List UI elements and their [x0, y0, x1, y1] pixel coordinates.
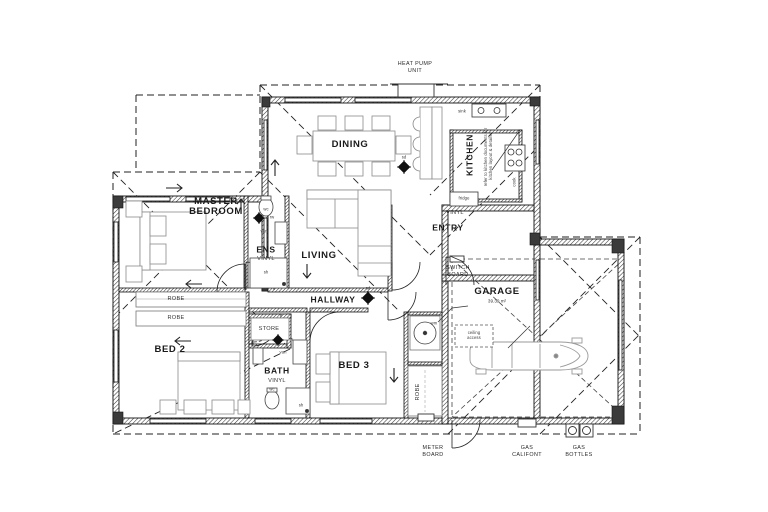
- label-fridge: fridge: [458, 195, 470, 201]
- label-gas-califont: GAS CALIFONT: [512, 445, 542, 459]
- bed-2-bed: [159, 351, 251, 415]
- label-washing-machine: wm: [430, 320, 438, 326]
- room-label-store: STORE: [258, 326, 280, 332]
- label-meter-board: METER BOARD: [422, 445, 443, 459]
- heat-pump-line1: HEAT PUMP: [397, 60, 433, 67]
- switch-board-line2: BOARD: [447, 272, 469, 278]
- label-bath-van: van: [279, 349, 287, 355]
- meter-board-line1: METER: [422, 444, 444, 451]
- label-heat-pump-unit: HEAT PUMP UNIT: [398, 61, 433, 75]
- room-label-dining: DINING: [331, 139, 369, 151]
- robe-label-master-2: ROBE: [167, 315, 185, 321]
- room-label-living: LIVING: [301, 250, 337, 262]
- direction-arrows: [166, 159, 399, 383]
- label-bath-wc: wc: [269, 386, 275, 392]
- gas-bottles-line2: BOTTLES: [565, 452, 593, 458]
- fridge-unit: [449, 191, 479, 207]
- gas-califont-line1: GAS: [520, 444, 534, 451]
- label-cook: cook: [511, 177, 517, 187]
- sanitary-fixtures: [249, 195, 441, 415]
- kitchen-island: [412, 106, 443, 180]
- label-sink: sink: [458, 108, 466, 114]
- room-label-hallway: HALLWAY: [310, 294, 356, 305]
- label-ceiling-access: ceiling access: [467, 330, 481, 341]
- kitchen-note: refer to kitchen documents for kitchen l…: [483, 127, 493, 187]
- dining-furniture: [296, 115, 412, 177]
- ceiling-access-line1: ceiling: [467, 330, 481, 336]
- label-ens-van: van: [260, 228, 268, 234]
- gas-bottles-shape: [565, 423, 594, 438]
- gas-califont-shape: [517, 418, 537, 428]
- master-bedroom-line2: BEDROOM: [189, 206, 243, 217]
- garage-area: 39.39 m²: [487, 298, 507, 304]
- label-sd-living: sd: [401, 154, 407, 160]
- label-sd-hallway: sd: [365, 285, 371, 291]
- kitchen-cooktop: [504, 144, 526, 172]
- heat-pump-line2: UNIT: [407, 68, 423, 74]
- label-gas-bottles: GAS BOTTLES: [565, 445, 592, 459]
- robe-label-bed-3: ROBE: [415, 383, 421, 401]
- ceiling-access-hatch: [454, 324, 494, 348]
- meter-board-line2: BOARD: [422, 452, 444, 458]
- room-label-bath: BATH: [264, 365, 290, 376]
- smoke-detector-symbols: [253, 160, 411, 346]
- room-label-garage: GARAGE: [474, 286, 520, 298]
- room-label-bed-2: BED 2: [154, 344, 186, 356]
- floor-finish-ens: VINYL: [257, 256, 275, 262]
- room-label-bed-3: BED 3: [338, 360, 370, 372]
- robe-label-master-1: ROBE: [167, 296, 185, 302]
- room-label-ens: ENS: [256, 244, 276, 255]
- label-bath-sh: sh: [298, 402, 304, 408]
- bed-3-bed: [315, 351, 387, 405]
- robe-shelving: [135, 291, 443, 417]
- wall-piers: [112, 96, 625, 425]
- switch-board-shape: [449, 255, 465, 263]
- ceiling-access-line2: access: [467, 335, 481, 340]
- store-shelving: [250, 317, 290, 341]
- leader-lines: [437, 129, 531, 349]
- gas-bottles-line1: GAS: [572, 444, 586, 451]
- label-switch-board: SWITCH BOARD: [446, 265, 470, 279]
- meter-board-shape: [417, 413, 435, 422]
- label-ens-wc: wc: [263, 206, 269, 212]
- switch-board-line1: SWITCH: [446, 264, 470, 271]
- kitchen-sink: [471, 103, 507, 118]
- room-label-master-bedroom: MASTER BEDROOM: [189, 197, 243, 217]
- label-ens-rw: rw: [269, 214, 275, 220]
- heat-pump-unit-shape: [390, 83, 448, 98]
- living-sofa: [306, 189, 392, 277]
- master-bed: [125, 200, 207, 283]
- room-label-kitchen: KITCHEN: [464, 134, 475, 176]
- floor-finish-bath: VINYL: [268, 378, 286, 384]
- master-bedroom-line1: MASTER: [194, 196, 238, 208]
- gas-califont-line2: CALIFONT: [512, 452, 542, 458]
- label-bath-rw: rw: [288, 336, 294, 342]
- room-label-entry: ENTRY: [432, 222, 464, 233]
- windows: [113, 97, 623, 424]
- label-ens-sh: sh: [263, 269, 269, 275]
- floor-finish-entry: VINYL: [446, 210, 464, 216]
- car-outline: [469, 337, 589, 375]
